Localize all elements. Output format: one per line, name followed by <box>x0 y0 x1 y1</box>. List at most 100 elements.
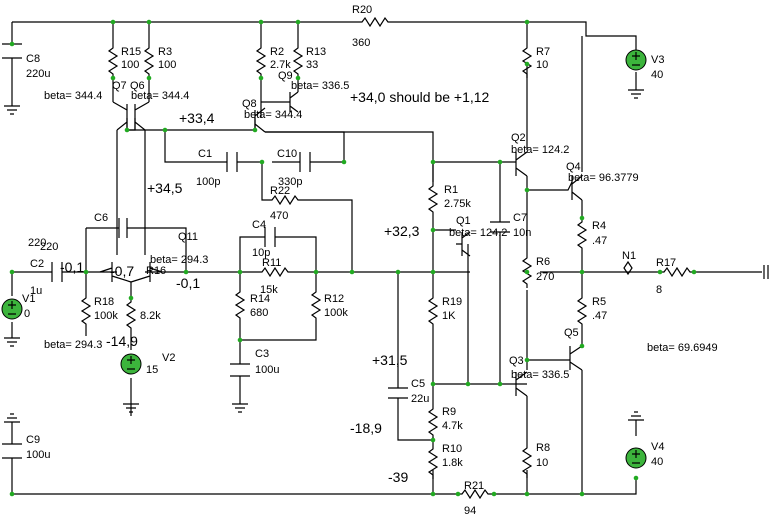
label-v1-value: 0 <box>24 308 30 320</box>
label-r7-ref: R7 <box>536 46 550 58</box>
label-r8-value: 10 <box>536 457 548 469</box>
ground-symbol <box>232 403 248 413</box>
transistor-q3 <box>515 371 528 397</box>
label-r6-ref: R6 <box>536 256 550 268</box>
capacitor-c1 <box>226 152 238 172</box>
label-q2-ref: Q2 <box>511 132 526 144</box>
labels: R20 360 R15 100 R3 100 R2 2.7k R13 33 R7… <box>22 4 718 517</box>
label-q6-ref: Q6 <box>130 80 145 92</box>
label-r4-ref: R4 <box>592 220 606 232</box>
label-q9-ref: Q9 <box>278 70 293 82</box>
voltage-label: +32,3 <box>384 223 420 239</box>
sources <box>1 49 647 469</box>
label-r17-value: 8 <box>656 284 662 296</box>
capacitor-c9 <box>2 443 22 459</box>
resistor-r15 <box>108 43 118 79</box>
label-r19-value: 1K <box>442 310 456 322</box>
label-c10-ref: C10 <box>277 148 297 160</box>
resistor-r1 <box>428 181 438 217</box>
label-c4-ref: C4 <box>252 219 266 231</box>
label-r3-ref: R3 <box>158 46 172 58</box>
resistor-r19 <box>428 293 438 329</box>
label-c1-ref: C1 <box>198 148 212 160</box>
source-v2 <box>120 353 142 375</box>
label-c1-value: 100p <box>196 176 220 188</box>
source-v4 <box>625 447 647 469</box>
label-r11-ref: R11 <box>262 257 281 269</box>
ground-symbol <box>4 337 20 347</box>
label-r2-ref: R2 <box>270 46 284 58</box>
label-q9-beta: beta= 336.5 <box>291 80 349 92</box>
label-r20-value: 360 <box>352 37 370 49</box>
label-c10-value: 330p <box>278 176 302 188</box>
label-r16-ref: R16 <box>146 265 166 277</box>
label-q10-beta: beta= 294.3 <box>44 339 102 351</box>
resistor-r5 <box>577 293 587 329</box>
label-c9-value: 100u <box>26 449 50 461</box>
label-q2-beta: beta= 124.2 <box>511 144 569 156</box>
label-c6-value-overlap: 220 <box>40 241 58 253</box>
label-r6-value: 270 <box>536 271 554 283</box>
label-r10-value: 1.8k <box>442 457 463 469</box>
resistor-r3 <box>144 43 154 79</box>
label-r21-value: 94 <box>464 505 476 517</box>
label-r5-ref: R5 <box>592 296 606 308</box>
label-c7-value: 10n <box>513 227 531 239</box>
capacitor-c5 <box>388 387 408 399</box>
resistor-r9 <box>428 404 438 440</box>
label-r7-value: 10 <box>536 59 548 71</box>
capacitor-c2 <box>51 262 63 282</box>
label-r22-value: 470 <box>270 210 288 222</box>
resistor-r12 <box>311 287 321 323</box>
voltage-label: +31,5 <box>372 352 408 368</box>
transistors <box>99 91 583 397</box>
ground-symbol <box>4 413 20 423</box>
label-r15-ref: R15 <box>121 46 141 58</box>
resistor-r13 <box>293 43 303 79</box>
label-c8-value: 220u <box>26 68 50 80</box>
ground-symbol <box>628 411 644 421</box>
label-r18-ref: R18 <box>94 296 114 308</box>
label-r13-value: 33 <box>306 59 318 71</box>
note-text: +34,0 should be +1,12 <box>350 89 490 105</box>
label-r11-value: 15k <box>260 284 278 296</box>
transistor-q8 <box>254 107 266 133</box>
voltage-label: +33,4 <box>179 110 215 126</box>
label-r3-value: 100 <box>158 59 176 71</box>
label-v4-ref: V4 <box>651 441 664 453</box>
label-r19-ref: R19 <box>442 296 462 308</box>
resistor-r4 <box>577 217 587 253</box>
label-q7-ref: Q7 <box>112 80 127 92</box>
label-q5-beta: beta= 69.6949 <box>647 342 718 354</box>
label-c3-ref: C3 <box>255 348 269 360</box>
transistor-q10 <box>130 262 163 283</box>
capacitor-c6 <box>118 218 128 238</box>
label-c7-ref: C7 <box>513 212 527 224</box>
resistor-r20 <box>357 17 393 27</box>
resistor-r18 <box>81 293 91 329</box>
label-c2-ref: C2 <box>30 258 44 270</box>
label-v2-value: 15 <box>146 364 158 376</box>
label-r21-ref: R21 <box>464 480 484 492</box>
source-v3 <box>625 49 647 71</box>
transistor-q4 <box>571 175 583 201</box>
voltage-label: -0,1 <box>176 275 200 291</box>
resistor-r16 <box>126 297 136 333</box>
capacitor-c3 <box>230 363 250 377</box>
label-r9-ref: R9 <box>442 406 456 418</box>
label-q7-beta: beta= 344.4 <box>44 90 102 102</box>
label-c2-value: 1u <box>30 285 42 297</box>
label-r5-value: .47 <box>592 310 607 322</box>
capacitor-c10 <box>299 152 311 172</box>
label-q5-ref: Q5 <box>564 327 579 339</box>
transistor-q1 <box>456 231 471 257</box>
transistor-q11 <box>99 262 132 283</box>
label-r16-value: 8.2k <box>140 310 161 322</box>
label-c6-value: 220 <box>28 237 46 249</box>
wires <box>11 21 769 495</box>
ground-symbol <box>4 105 20 115</box>
label-v3-value: 40 <box>651 69 663 81</box>
label-c4-value: 10p <box>252 247 270 259</box>
resistor-r14 <box>235 287 245 323</box>
label-r8-ref: R8 <box>536 442 550 454</box>
